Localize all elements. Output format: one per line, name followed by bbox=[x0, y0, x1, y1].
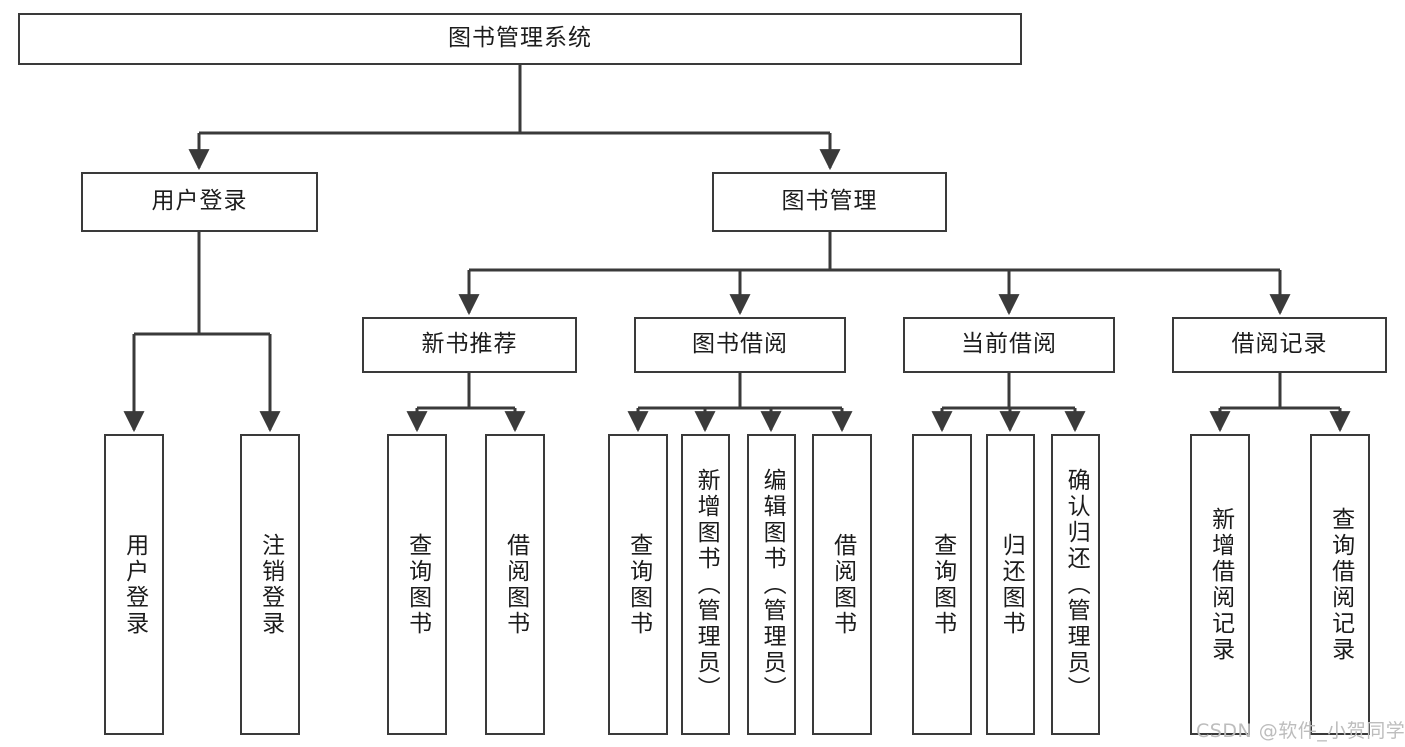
leaf-query-book-borrow-label: 查询图书 bbox=[625, 532, 652, 637]
node-user-login-label: 用户登录 bbox=[151, 188, 248, 215]
leaf-query-book-current[interactable]: 查询图书 bbox=[912, 434, 972, 735]
node-current-borrow-label: 当前借阅 bbox=[961, 331, 1057, 358]
leaf-confirm-return-admin[interactable]: 确认归还（管理员） bbox=[1051, 434, 1100, 735]
leaf-logout[interactable]: 注销登录 bbox=[240, 434, 300, 735]
leaf-edit-book-admin-label: 编辑图书（管理员） bbox=[759, 467, 786, 702]
leaf-add-borrow-record[interactable]: 新增借阅记录 bbox=[1190, 434, 1250, 735]
node-borrow-record-label: 借阅记录 bbox=[1231, 331, 1328, 358]
node-new-book-recommend[interactable]: 新书推荐 bbox=[362, 317, 577, 373]
leaf-logout-label: 注销登录 bbox=[257, 532, 284, 637]
leaf-query-borrow-record-label: 查询借阅记录 bbox=[1327, 506, 1354, 663]
leaf-user-login-label: 用户登录 bbox=[121, 532, 148, 637]
node-new-book-recommend-label: 新书推荐 bbox=[421, 331, 518, 358]
leaf-query-borrow-record[interactable]: 查询借阅记录 bbox=[1310, 434, 1370, 735]
node-book-borrow-label: 图书借阅 bbox=[692, 331, 788, 358]
node-root-label: 图书管理系统 bbox=[448, 25, 592, 52]
leaf-add-book-admin-label: 新增图书（管理员） bbox=[693, 467, 720, 702]
leaf-return-book[interactable]: 归还图书 bbox=[986, 434, 1035, 735]
leaf-query-book-recommend[interactable]: 查询图书 bbox=[387, 434, 447, 735]
leaf-query-book-recommend-label: 查询图书 bbox=[404, 532, 431, 637]
node-user-login[interactable]: 用户登录 bbox=[81, 172, 318, 232]
node-borrow-record[interactable]: 借阅记录 bbox=[1172, 317, 1387, 373]
leaf-confirm-return-admin-label: 确认归还（管理员） bbox=[1063, 467, 1090, 702]
leaf-user-login[interactable]: 用户登录 bbox=[104, 434, 164, 735]
leaf-add-book-admin[interactable]: 新增图书（管理员） bbox=[681, 434, 730, 735]
node-book-management[interactable]: 图书管理 bbox=[712, 172, 947, 232]
leaf-return-book-label: 归还图书 bbox=[998, 532, 1025, 637]
node-root[interactable]: 图书管理系统 bbox=[18, 13, 1022, 65]
node-book-borrow[interactable]: 图书借阅 bbox=[634, 317, 846, 373]
leaf-borrow-book-label: 借阅图书 bbox=[829, 532, 856, 637]
leaf-query-book-current-label: 查询图书 bbox=[929, 532, 956, 637]
node-book-management-label: 图书管理 bbox=[781, 188, 878, 215]
leaf-borrow-book-recommend[interactable]: 借阅图书 bbox=[485, 434, 545, 735]
leaf-borrow-book-recommend-label: 借阅图书 bbox=[502, 532, 529, 637]
leaf-add-borrow-record-label: 新增借阅记录 bbox=[1207, 506, 1234, 663]
node-current-borrow[interactable]: 当前借阅 bbox=[903, 317, 1115, 373]
leaf-edit-book-admin[interactable]: 编辑图书（管理员） bbox=[747, 434, 796, 735]
leaf-borrow-book[interactable]: 借阅图书 bbox=[812, 434, 872, 735]
leaf-query-book-borrow[interactable]: 查询图书 bbox=[608, 434, 668, 735]
